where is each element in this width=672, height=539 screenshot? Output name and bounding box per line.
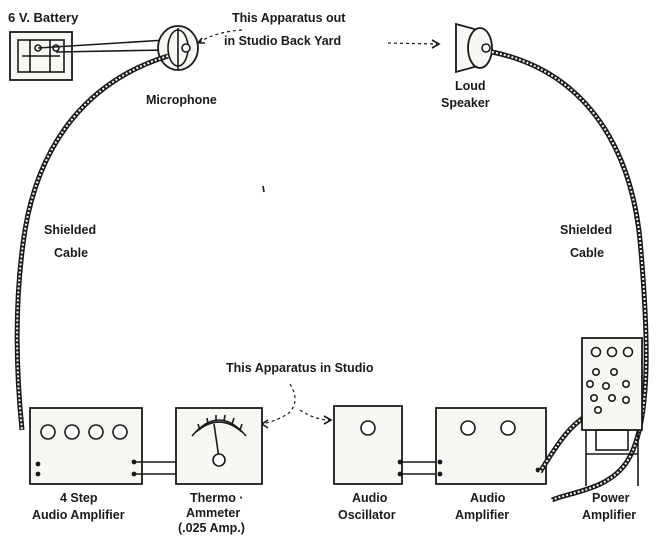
audio-amplifier-label-1: Audio [470,491,506,505]
apparatus-in-arrow-right [299,409,331,421]
shielded-cable-left [14,53,169,431]
cable-audio-to-power [537,413,588,474]
battery [9,31,73,81]
four-step-label-2: Audio Amplifier [32,508,125,522]
thermo-ammeter [175,407,263,485]
thermo-label-2: Ammeter [186,506,240,520]
battery-wire-2 [55,49,169,53]
shielded-cable-right-label-2: Cable [570,246,604,260]
thermo-label-1: Thermo · [190,491,243,505]
power-amplifier [581,337,643,486]
shielded-cable-left-label-1: Shielded [44,223,96,237]
shielded-cable-left-label-2: Cable [54,246,88,260]
audio-amplifier [435,407,547,485]
microphone-label: Microphone [146,93,217,107]
apparatus-out-arrow-left [199,29,243,43]
loud-speaker-label-1: Loud [455,79,486,93]
apparatus-out-arrow-right [387,42,439,45]
apparatus-out-label-1: This Apparatus out [232,11,346,25]
battery-wire-1 [37,39,167,49]
power-amplifier-label-2: Amplifier [582,508,636,522]
audio-amplifier-label-2: Amplifier [455,508,509,522]
stray-mark [262,185,265,193]
battery-label: 6 V. Battery [8,10,79,25]
four-step-label-1: 4 Step [60,491,98,505]
shielded-cable-right-label-1: Shielded [560,223,612,237]
power-amplifier-label-1: Power [592,491,630,505]
audio-oscillator-label-2: Oscillator [338,508,396,522]
audio-oscillator-label-1: Audio [352,491,388,505]
microphone [157,25,199,71]
loud-speaker [455,22,493,74]
loud-speaker-label-2: Speaker [441,96,490,110]
four-step-audio-amplifier [29,407,143,485]
shielded-cable-right [491,49,649,503]
apparatus-in-label: This Apparatus in Studio [226,361,374,375]
thermo-label-3: (.025 Amp.) [178,521,245,535]
apparatus-out-label-2: in Studio Back Yard [224,34,341,48]
apparatus-in-arrow-left [261,383,296,425]
audio-oscillator [333,405,403,485]
